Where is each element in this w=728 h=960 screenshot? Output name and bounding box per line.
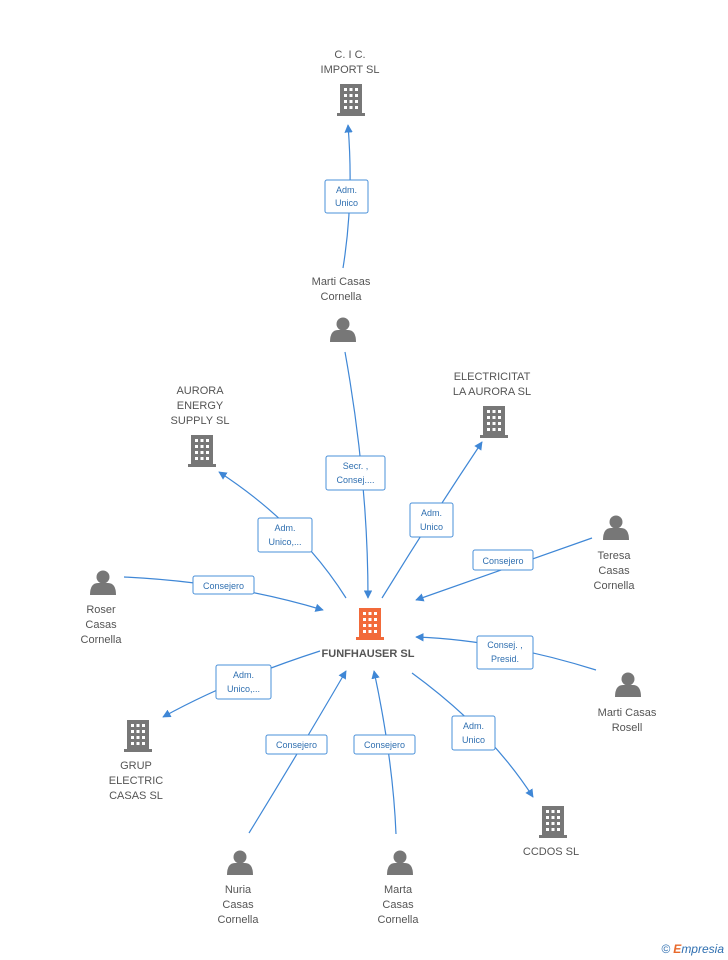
node-label-line: Cornella [594, 580, 636, 592]
node-aurora-energy[interactable]: AURORA ENERGY SUPPLY SL [171, 385, 230, 467]
edge-nuria-to-center[interactable]: Consejero [248, 670, 347, 834]
node-label-line: Teresa [597, 550, 631, 562]
brand-name: mpresia [681, 942, 724, 956]
node-marta[interactable]: Marta Casas Cornella [378, 850, 420, 927]
edge-label-line: Adm. [233, 670, 254, 680]
edge-label-line: Unico,... [227, 684, 260, 694]
node-label-line: ELECTRICITAT [454, 371, 531, 383]
edge-label-line: Secr. , [343, 461, 369, 471]
edge-label-line: Unico [420, 522, 443, 532]
edge-label-line: Adm. [421, 508, 442, 518]
edge-rosell-to-center[interactable]: Consej. , Presid. [415, 633, 597, 671]
edge-label-line: Unico,... [268, 537, 301, 547]
building-icon [188, 435, 216, 467]
node-label-line: Cornella [321, 291, 363, 303]
node-grup-electric[interactable]: GRUP ELECTRIC CASAS SL [109, 720, 163, 802]
node-label-line: GRUP [120, 760, 152, 772]
node-electricitat[interactable]: ELECTRICITAT LA AURORA SL [453, 371, 531, 438]
copyright-icon: © [661, 942, 671, 956]
node-cic[interactable]: C. I C. IMPORT SL [321, 49, 380, 116]
brand-initial: E [673, 942, 682, 956]
building-icon [124, 720, 152, 752]
edges: Adm. Unico Secr. , Consej.... Adm. Unico… [123, 124, 597, 835]
nodes: C. I C. IMPORT SL Marti Casas Cornella A… [81, 49, 657, 926]
edge-label-line: Consejero [364, 740, 405, 750]
edge-label-line: Presid. [491, 654, 519, 664]
edge-marti-to-cic[interactable]: Adm. Unico [324, 124, 369, 269]
person-icon [227, 850, 253, 875]
edge-label-line: Adm. [463, 721, 484, 731]
person-icon [387, 850, 413, 875]
node-label-line: LA AURORA SL [453, 386, 531, 398]
person-icon [330, 317, 356, 342]
edge-marti-to-center[interactable]: Secr. , Consej.... [325, 351, 386, 599]
node-label-line: Cornella [218, 914, 260, 926]
node-label-line: SUPPLY SL [171, 415, 230, 427]
node-label-line: Casas [598, 565, 630, 577]
building-icon [356, 608, 384, 640]
node-label-line: IMPORT SL [321, 64, 380, 76]
node-label-line: Casas [222, 899, 254, 911]
node-center-funfhauser[interactable]: FUNFHAUSER SL [322, 608, 415, 660]
edge-center-to-aurora[interactable]: Adm. Unico,... [218, 471, 347, 599]
edge-center-to-electricitat[interactable]: Adm. Unico [381, 441, 483, 599]
node-ccdos[interactable]: CCDOS SL [523, 806, 579, 858]
node-label-line: AURORA [176, 385, 224, 397]
node-label-line: Marti Casas [598, 707, 657, 719]
node-label-line: Nuria [225, 884, 252, 896]
node-label-line: CCDOS SL [523, 846, 579, 858]
node-teresa[interactable]: Teresa Casas Cornella [594, 515, 636, 593]
edge-center-to-grup[interactable]: Adm. Unico,... [162, 650, 321, 718]
node-label-line: Casas [85, 619, 117, 631]
building-icon [480, 406, 508, 438]
person-icon [603, 515, 629, 540]
person-icon [90, 570, 116, 595]
center-label: FUNFHAUSER SL [322, 648, 415, 660]
node-marti-casas-cornella[interactable]: Marti Casas Cornella [312, 276, 371, 342]
edge-teresa-to-center[interactable]: Consejero [415, 537, 593, 602]
edge-center-to-ccdos[interactable]: Adm. Unico [411, 672, 534, 798]
edge-marta-to-center[interactable]: Consejero [353, 670, 416, 835]
edge-label-line: Consej. , [487, 640, 523, 650]
empresia-watermark: ©Empresia [661, 942, 724, 956]
node-roser[interactable]: Roser Casas Cornella [81, 570, 123, 647]
node-label-line: ENERGY [177, 400, 224, 412]
building-icon [337, 84, 365, 116]
edge-label-line: Consejero [276, 740, 317, 750]
node-label-line: ELECTRIC [109, 775, 163, 787]
edge-label-line: Unico [462, 735, 485, 745]
edge-roser-to-center[interactable]: Consejero [123, 575, 324, 612]
node-label-line: Rosell [612, 722, 643, 734]
edge-label-line: Consejero [203, 581, 244, 591]
node-label-line: Roser [86, 604, 116, 616]
edge-label-line: Consejero [482, 556, 523, 566]
node-nuria[interactable]: Nuria Casas Cornella [218, 850, 260, 927]
node-label-line: Marti Casas [312, 276, 371, 288]
node-label-line: Cornella [81, 634, 123, 646]
node-label-line: C. I C. [334, 49, 365, 61]
edge-label-line: Adm. [274, 523, 295, 533]
node-label-line: Marta [384, 884, 413, 896]
node-label-line: CASAS SL [109, 790, 163, 802]
edge-label-line: Consej.... [336, 475, 374, 485]
building-icon [539, 806, 567, 838]
edge-label-line: Unico [335, 198, 358, 208]
edge-label-line: Adm. [336, 185, 357, 195]
node-marti-casas-rosell[interactable]: Marti Casas Rosell [598, 672, 657, 735]
node-label-line: Cornella [378, 914, 420, 926]
node-label-line: Casas [382, 899, 414, 911]
person-icon [615, 672, 641, 697]
